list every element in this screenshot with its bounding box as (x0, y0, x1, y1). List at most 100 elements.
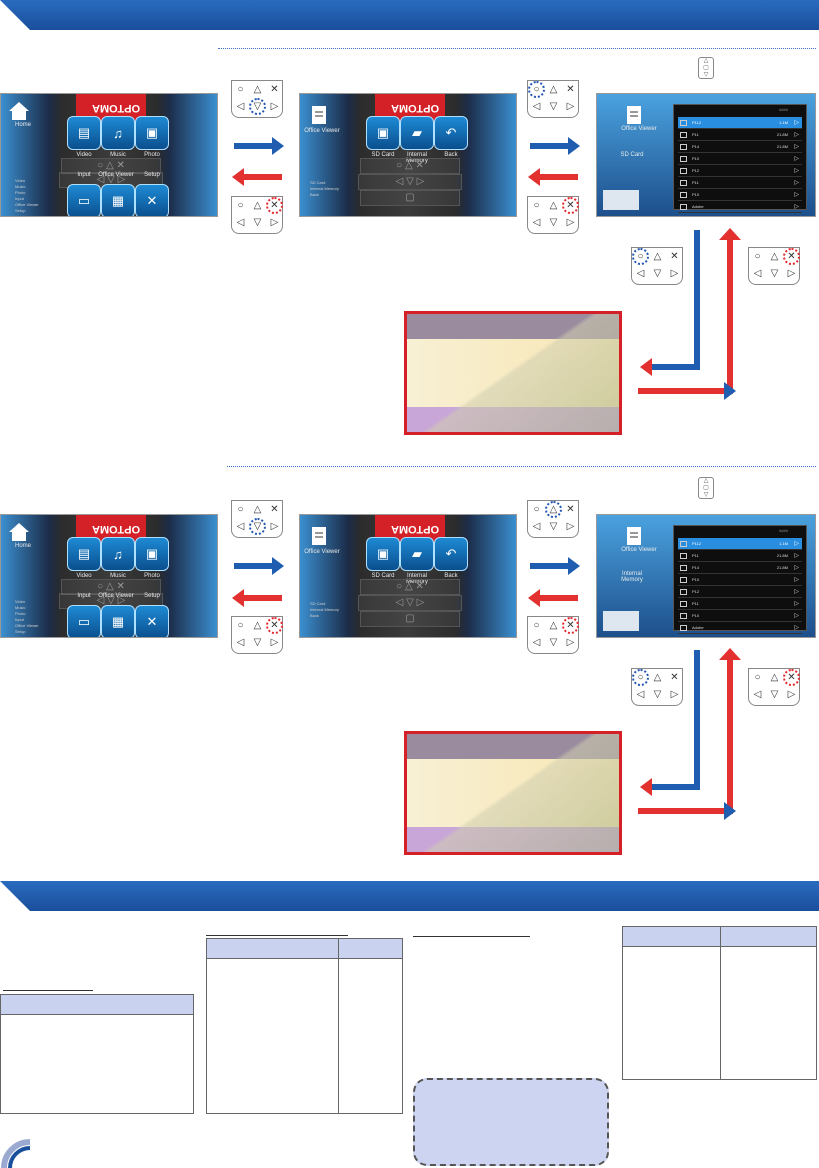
section-banner (0, 881, 819, 911)
video-icon[interactable]: ▤ (67, 116, 101, 150)
file-row[interactable]: P10▷ (678, 574, 802, 586)
remote-pad: ○△✕ ◁▽▷ (527, 500, 579, 538)
remote-pad: ○△✕ ◁▽▷ (527, 80, 579, 118)
music-icon[interactable]: ♫ (101, 537, 135, 571)
internal-memory-icon[interactable]: ▰ (400, 116, 434, 150)
file-row[interactable]: P11▷ (678, 598, 802, 610)
menu-item-label: Office Viewer (98, 172, 134, 178)
file-row[interactable]: P12▷ (678, 165, 802, 177)
document-icon (312, 106, 332, 124)
scroll-remote-icon: △▢▽ (698, 477, 714, 499)
internal-memory-icon[interactable]: ▰ (400, 537, 434, 571)
video-icon[interactable]: ▤ (67, 537, 101, 571)
menu-item-label: Setup (144, 172, 160, 178)
highlight-triangle (545, 501, 562, 518)
browser-title: Office Viewer (621, 126, 657, 132)
document-icon (627, 106, 647, 124)
main-menu-screen: OPTOMA Home ▤ ♫ ▣ Video Music Photo ○ △ … (0, 514, 218, 638)
heading-underline (413, 936, 530, 937)
office-viewer-icon[interactable]: ▦ (101, 184, 135, 216)
setup-icon[interactable]: ✕ (135, 605, 169, 637)
photo-icon[interactable]: ▣ (135, 116, 169, 150)
heading-underline (206, 935, 348, 936)
note-box (413, 1078, 609, 1166)
highlight-x (266, 197, 283, 214)
flow-line (694, 230, 700, 370)
highlight-down (249, 98, 266, 115)
main-menu-screen: OPTOMA Home ▤ ♫ ▣ Video Music Photo ○ △ … (0, 93, 218, 217)
scroll-remote-icon: △▢▽ (698, 57, 714, 79)
home-icon (9, 102, 29, 120)
flow-line (727, 238, 733, 394)
sd-card-icon[interactable]: ▣ (366, 537, 400, 571)
file-row[interactable]: Adobe▷ (678, 201, 802, 213)
sd-card-icon[interactable]: ▣ (366, 116, 400, 150)
remote-pad: ○△✕ ◁▽▷ (748, 247, 800, 285)
highlight-x (562, 197, 579, 214)
file-row[interactable]: P10▷ (678, 153, 802, 165)
nav-row: ▢ (360, 190, 460, 206)
remote-pad: ○△✕ ◁▽▷ (527, 616, 579, 654)
viewer-item-label: SD Card (371, 152, 395, 158)
back-arrow (232, 168, 282, 186)
mini-remote (603, 190, 639, 210)
nav-row: ○ △ ✕ (61, 158, 161, 174)
highlight-circle (528, 81, 545, 98)
input-icon[interactable]: ▭ (67, 605, 101, 637)
section-divider (218, 48, 816, 49)
nav-row: ◁ ▽ ▷ (358, 174, 462, 190)
forward-arrow (640, 358, 700, 376)
office-viewer-screen: OPTOMA Office Viewer ▣ ▰ ↶ SD Card Inter… (299, 93, 517, 217)
photo-icon[interactable]: ▣ (135, 537, 169, 571)
nav-row: ○ △ ✕ (360, 158, 460, 174)
forward-arrow (530, 137, 580, 155)
forward-arrow (234, 137, 284, 155)
back-arrow (638, 382, 736, 400)
office-viewer-icon[interactable]: ▦ (101, 605, 135, 637)
remote-pad: ○△✕ ◁▽▷ (231, 80, 283, 118)
menu-item-label: Input (77, 172, 91, 178)
highlight-circle (632, 248, 649, 265)
input-icon[interactable]: ▭ (67, 184, 101, 216)
office-viewer-screen: OPTOMA Office Viewer ▣ ▰ ↶ SD Card Inter… (299, 514, 517, 638)
remote-pad: ○△✕ ◁▽▷ (231, 500, 283, 538)
file-row[interactable]: P10▷ (678, 189, 802, 201)
file-type-table (622, 926, 817, 1080)
file-row[interactable]: P11▷ (678, 177, 802, 189)
remote-pad: ○△✕ ◁▽▷ (231, 616, 283, 654)
remote-pad: ○△✕ ◁▽▷ (631, 247, 683, 285)
document-icon (312, 527, 332, 545)
mini-remote (603, 611, 639, 631)
back-icon[interactable]: ↶ (434, 116, 468, 150)
highlight-x (783, 248, 800, 265)
back-icon[interactable]: ↶ (434, 537, 468, 571)
home-icon (9, 523, 29, 541)
file-row[interactable]: P10▷ (678, 610, 802, 622)
setup-icon[interactable]: ✕ (135, 184, 169, 216)
remote-pad: ○△✕ ◁▽▷ (631, 668, 683, 706)
music-icon[interactable]: ♫ (101, 116, 135, 150)
page-corner-icon (1, 1139, 31, 1168)
internal-label: Internal Memory (621, 571, 643, 583)
menu-item-label: Music (110, 152, 126, 158)
brand-logo: OPTOMA (91, 102, 140, 114)
file-row[interactable]: Adobe▷ (678, 622, 802, 634)
section-divider (227, 466, 816, 467)
heading-underline (3, 990, 93, 991)
document-preview (404, 311, 622, 435)
home-label: Home (14, 122, 31, 128)
remote-pad: ○△✕ ◁▽▷ (527, 196, 579, 234)
file-row[interactable]: P12▷ (678, 586, 802, 598)
